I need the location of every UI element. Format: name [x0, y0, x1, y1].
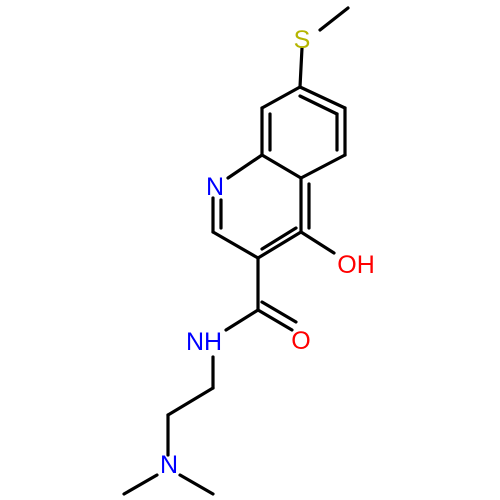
bond-s-c7	[298, 46, 304, 89]
bond-c8a-c4a	[260, 153, 303, 180]
bond-c6-c7-inner	[298, 94, 339, 116]
sulfur-atom-label: S	[294, 26, 311, 54]
bond-c3-c4-inner	[260, 226, 298, 251]
bond-c8a-n1	[226, 153, 264, 180]
bond-carbonyl-o-double	[260, 300, 298, 324]
quinoline-nitrogen-label: N	[206, 173, 224, 201]
bond-carbonyl-o	[256, 308, 294, 332]
atom-labels: S N OH O NH N	[160, 26, 375, 479]
bond-c4a-c5	[299, 153, 347, 180]
carbonyl-oxygen-label: O	[291, 327, 310, 355]
hydroxyl-label: OH	[337, 251, 375, 279]
bond-n-methyl-right	[178, 473, 215, 496]
bond-carbonyl-nh	[224, 308, 260, 332]
dimethylamine-nitrogen-label: N	[160, 451, 178, 479]
bond-c4-oh	[299, 230, 336, 255]
bond-c6-c7	[298, 85, 347, 110]
bond-ch2-ch2	[166, 386, 215, 417]
bond-c3-c4	[256, 230, 303, 260]
bond-c7-c8	[260, 85, 302, 110]
bonds	[122, 6, 350, 496]
bond-c2-c3	[211, 230, 260, 260]
bond-methyl-s	[318, 6, 350, 32]
amide-nh-label: NH	[186, 328, 222, 356]
bond-n-methyl-left	[122, 473, 159, 496]
